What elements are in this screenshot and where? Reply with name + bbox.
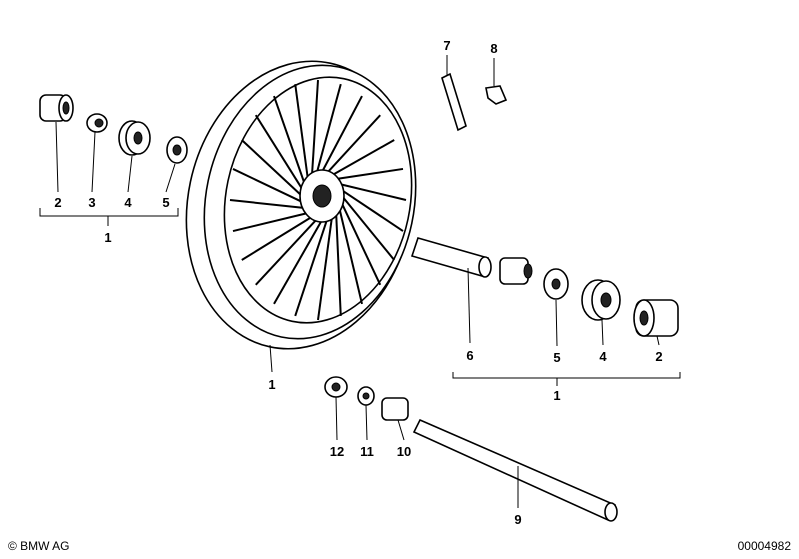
spoke	[326, 114, 381, 174]
spoke	[331, 139, 395, 177]
callout-left-2[interactable]: 2	[54, 195, 61, 210]
washer-right[interactable]	[543, 268, 569, 300]
bearing-sleeve-left[interactable]	[39, 94, 74, 122]
spoke	[341, 195, 395, 261]
nut[interactable]	[324, 376, 348, 398]
spoke	[340, 188, 404, 232]
spoke	[315, 83, 342, 174]
ball-bearing-right[interactable]	[581, 279, 621, 321]
spoke	[338, 207, 363, 305]
spoke	[340, 201, 382, 286]
spoke	[311, 79, 319, 176]
axle[interactable]	[412, 418, 618, 522]
spoke	[335, 167, 404, 181]
spacer-bushing[interactable]	[86, 113, 108, 133]
copyright: © BMW AG	[8, 539, 70, 553]
spacer-bushing-right[interactable]	[499, 257, 533, 285]
callout-right-6[interactable]: 6	[466, 348, 473, 363]
callout-12[interactable]: 12	[330, 444, 344, 459]
ball-bearing-left[interactable]	[118, 120, 151, 156]
spoke	[232, 211, 309, 233]
wheel-rim[interactable]	[160, 40, 440, 370]
washer-left[interactable]	[166, 136, 188, 164]
spoke	[254, 114, 304, 191]
callout-left-4[interactable]: 4	[124, 195, 132, 210]
callout-11[interactable]: 11	[360, 444, 374, 459]
callout-right-4[interactable]: 4	[599, 349, 607, 364]
callout-left-group-1[interactable]: 1	[104, 230, 111, 245]
axle-sleeve[interactable]	[381, 397, 409, 421]
callout-right-2[interactable]: 2	[655, 349, 662, 364]
callout-left-5[interactable]: 5	[162, 195, 169, 210]
spoke	[232, 168, 304, 204]
spoke	[255, 218, 318, 286]
callout-10[interactable]: 10	[397, 444, 411, 459]
spacer-tube[interactable]	[410, 237, 492, 278]
callout-right-group-1[interactable]: 1	[553, 388, 560, 403]
diagram-number: 00004982	[737, 539, 791, 553]
callout-left-3[interactable]: 3	[88, 195, 95, 210]
spoke	[229, 199, 305, 209]
spoke	[273, 219, 323, 305]
leader-lines	[39, 55, 681, 508]
callout-8[interactable]: 8	[490, 41, 497, 56]
clip-8[interactable]	[485, 85, 508, 105]
spoke	[273, 95, 306, 185]
spoke	[294, 83, 309, 180]
spoke	[241, 139, 303, 197]
spoke	[241, 215, 313, 261]
callout-9[interactable]: 9	[514, 512, 521, 527]
spoke	[294, 218, 329, 317]
bearing-sleeve-right[interactable]	[633, 299, 679, 337]
spoke	[339, 183, 407, 201]
spoke	[335, 212, 342, 316]
spoke	[321, 95, 363, 173]
washer-axle[interactable]	[357, 386, 375, 406]
callout-7[interactable]: 7	[443, 38, 450, 53]
clip-7[interactable]	[441, 72, 467, 132]
spoke	[317, 216, 333, 321]
callout-wheel-1[interactable]: 1	[268, 377, 275, 392]
callout-right-5[interactable]: 5	[553, 350, 560, 365]
